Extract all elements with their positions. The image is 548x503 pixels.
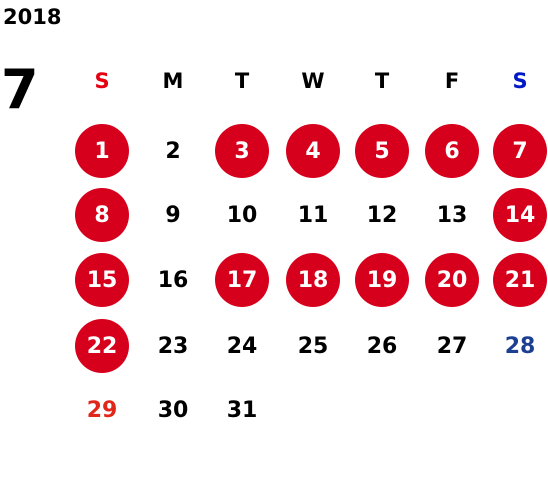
day-cell-marked: 8	[75, 188, 129, 242]
weekday-header: W	[301, 69, 325, 93]
day-cell: 29	[86, 397, 118, 423]
day-cell-marked: 15	[75, 253, 129, 307]
day-cell-marked: 1	[75, 124, 129, 178]
day-cell-marked: 22	[75, 319, 129, 373]
day-cell: 28	[504, 333, 536, 359]
day-cell: 25	[297, 333, 329, 359]
day-cell: 16	[157, 267, 189, 293]
day-cell: 9	[165, 202, 181, 228]
weekday-header: S	[94, 69, 110, 93]
day-cell-marked: 18	[286, 253, 340, 307]
day-cell-marked: 3	[215, 124, 269, 178]
day-cell: 23	[157, 333, 189, 359]
day-cell: 10	[226, 202, 258, 228]
day-cell: 11	[297, 202, 329, 228]
day-cell: 27	[436, 333, 468, 359]
day-cell: 2	[165, 138, 181, 164]
day-cell: 30	[157, 397, 189, 423]
day-cell-marked: 19	[355, 253, 409, 307]
day-cell: 13	[436, 202, 468, 228]
day-cell: 24	[226, 333, 258, 359]
day-cell: 31	[226, 397, 258, 423]
day-cell: 26	[366, 333, 398, 359]
weekday-header: S	[512, 69, 528, 93]
year-label: 2018	[3, 5, 62, 29]
month-label: 7	[1, 58, 39, 121]
day-cell-marked: 14	[493, 188, 547, 242]
day-cell-marked: 7	[493, 124, 547, 178]
day-cell-marked: 17	[215, 253, 269, 307]
day-cell-marked: 4	[286, 124, 340, 178]
day-cell: 12	[366, 202, 398, 228]
weekday-header: T	[234, 69, 250, 93]
day-cell-marked: 6	[425, 124, 479, 178]
weekday-header: M	[162, 69, 184, 93]
day-cell-marked: 20	[425, 253, 479, 307]
weekday-header: F	[444, 69, 460, 93]
day-cell-marked: 21	[493, 253, 547, 307]
weekday-header: T	[374, 69, 390, 93]
day-cell-marked: 5	[355, 124, 409, 178]
